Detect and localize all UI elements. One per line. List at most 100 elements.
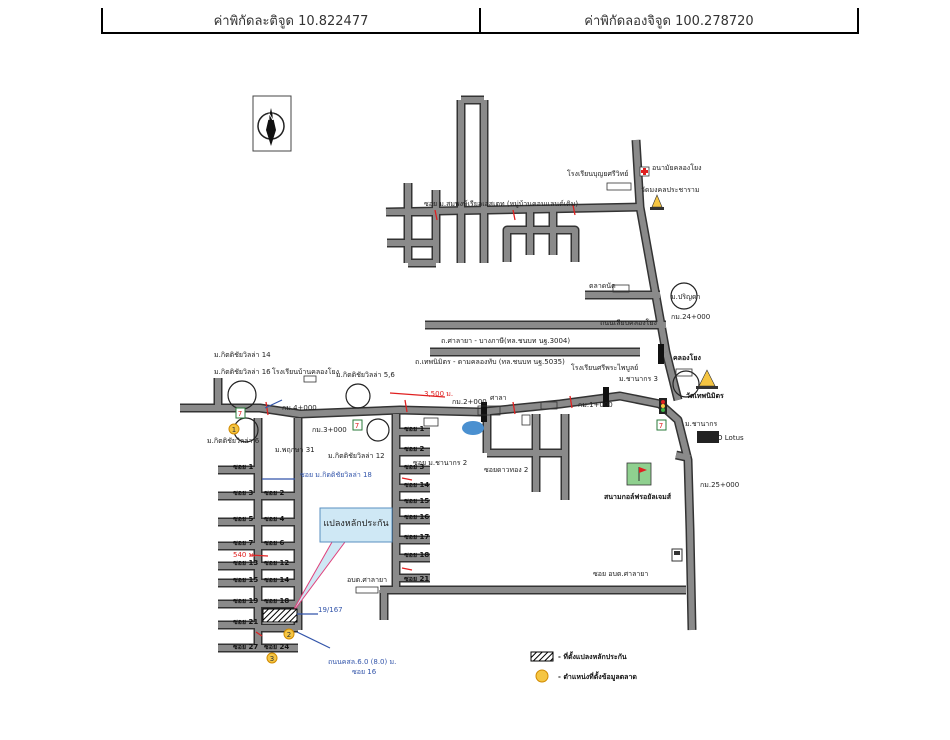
label-m-prin: ม.ปริญดา (671, 293, 701, 301)
road-fill (504, 227, 578, 262)
red-markers (249, 204, 576, 637)
convenience-store-icon: 7 (352, 419, 363, 431)
soi-label: ซอย 3 (233, 489, 253, 497)
soi-label: ซอย 2 (264, 489, 284, 497)
coordinate-bar: ค่าพิกัดละติจูด 10.822477 ค่าพิกัดลองจิจ… (101, 8, 859, 34)
label-dist-3500: 3,500 ม. (424, 390, 453, 398)
compass-letter: N (268, 113, 275, 123)
soi-label: ซอย 15 (404, 497, 429, 505)
bridge-marker (603, 387, 609, 407)
label-school-left: โรงเรียนบ้านคลองโยง (272, 367, 339, 376)
road-lines (180, 95, 697, 653)
latitude-value: ค่าพิกัดละติจูด 10.822477 (213, 13, 369, 29)
longitude-value: ค่าพิกัดลองจิจูด 100.278720 (479, 8, 857, 32)
soi-label: ซอย 4 (264, 515, 284, 523)
label-school-top: โรงเรียนบุญยศรีวิทย์ (567, 169, 628, 178)
label-school-right: โรงเรียนศรีพระไพบูลย์ (571, 363, 638, 372)
bridge-marker (481, 402, 487, 422)
soi-label: ซอย 21 (404, 575, 429, 583)
svg-text:7: 7 (238, 410, 242, 418)
soi-label: ซอย 18 (264, 597, 289, 605)
label-tesco: TESCO Lotus (698, 434, 744, 442)
label-dist-540: 540 ม. (233, 551, 255, 559)
label-khlongyong: คลองโยง (673, 353, 701, 362)
svg-text:3: 3 (270, 655, 274, 663)
building-icons (303, 182, 693, 594)
label-soi-kaewtong: ซอยดาวทอง 2 (484, 466, 528, 474)
svg-text:2: 2 (287, 631, 291, 639)
svg-text:1: 1 (232, 426, 236, 434)
tesco-store-icon (697, 431, 719, 443)
soi-label: ซอย 24 (264, 643, 289, 651)
soi-label: ซอย 18 (404, 551, 429, 559)
soi-label: ซอย 27 (233, 643, 258, 651)
soi-label: ซอย 6 (264, 539, 284, 547)
legend-plot-label: - ที่ตั้งแปลงหลักประกัน (558, 650, 627, 661)
label-golf: สนามกอล์ฟรอยัลเจมส์ (604, 492, 672, 501)
label-soi-ob-salaya: ซอย อบต.ศาลายา (593, 570, 648, 578)
soi-label: ซอย 7 (233, 539, 253, 547)
temple-icon (650, 194, 664, 210)
soi-label: ซอย 2 (404, 445, 424, 453)
comparable-marker-2: 2 (283, 628, 295, 640)
soi-label: ซอย 17 (404, 533, 429, 541)
road-fill (385, 204, 641, 215)
label-salaya: ศาลา (490, 394, 507, 402)
convenience-store-icon: 7 (235, 407, 246, 419)
label-m-kit16: ม.กิตติชัยวิลล่า 16 (214, 368, 271, 376)
label-soi16-bottom: ซอย 16 (352, 668, 377, 676)
traffic-light-icon (659, 398, 667, 414)
label-rd-salaya: ถ.ศาลายา - บางภาษี(ทล.ชนบท นฐ.3004) (441, 337, 570, 345)
comparable-marker-1: 1 (228, 423, 240, 435)
label-m-chanakorn3: ม.ชานากร 3 (619, 375, 658, 383)
golf-icon (626, 462, 652, 486)
svg-text:7: 7 (659, 422, 663, 430)
soi-label: ซอย 1 (233, 463, 253, 471)
label-m-kit12: ม.กิตติชัยวิลล่า 12 (328, 452, 385, 460)
legend-plot-swatch (530, 651, 554, 662)
road-fill (633, 139, 669, 353)
legend-comparable-label: - ตำแหน่งที่ตั้งข้อมูลตลาด (558, 670, 637, 682)
map-legend: - ที่ตั้งแปลงหลักประกัน - ตำแหน่งที่ตั้ง… (530, 650, 637, 683)
label-ob-salaya: อบต.ศาลายา (347, 576, 387, 584)
soi-label: ซอย 15 (233, 576, 258, 584)
label-temple-top: วัดมงคลประชาราม (641, 186, 699, 194)
gas-station-icon (671, 548, 683, 562)
soi-label: ซอย 5 (233, 515, 253, 523)
label-hospital: อนามัยคลองโยง (652, 163, 702, 172)
soi-label: ซอย 16 (404, 513, 429, 521)
label-market: ตลาดนัด (589, 282, 616, 290)
map-labels: โรงเรียนบุญยศรีวิทย์ อนามัยคลองโยง วัดมง… (207, 163, 744, 676)
soi-label: ซอย 21 (233, 618, 258, 626)
soi-label: ซอย 3 (404, 463, 424, 471)
label-km25: กม.25+000 (700, 481, 739, 489)
label-house-no: 19/167 (318, 606, 343, 614)
label-soi-top: ซอย ม.สมพงษ์เรียลเอสเตท (หมู่บ้านคอนแลนด… (424, 200, 578, 208)
comparable-marker-3: 3 (266, 652, 278, 664)
hospital-icon (639, 166, 650, 177)
label-soi-m-kit18: ซอย ม.กิตติชัยวิลล่า 18 (300, 471, 372, 479)
soi-label: ซอย 19 (233, 597, 258, 605)
compass-north-icon: N (252, 95, 292, 152)
label-m-chanakorn: ม.ชานากร (685, 420, 717, 428)
road-outline (502, 225, 580, 262)
label-m-prueksa31: ม.พฤกษา 31 (275, 446, 315, 454)
soi-label: ซอย 1 (404, 425, 424, 433)
road-fill (675, 452, 691, 461)
collateral-plot (262, 608, 298, 623)
label-km1: กม.1+000 (578, 401, 613, 409)
svg-text:7: 7 (355, 422, 359, 430)
blue-guides (262, 399, 331, 649)
label-rd-khlongyong: ถนนเลียบคลองโยง (600, 318, 657, 327)
label-m-kit6: ม.กิตติชัยวิลล่า 6 (207, 437, 260, 445)
label-rd-bottom: ถนนคสล.6.0 (8.0) ม. (328, 658, 396, 666)
label-km24: กม.24+000 (671, 313, 710, 321)
label-rd-phutthamonthon: ถ.เทพนิมิตร - ดามคลองทับ (ทล.ชนบท นฐ.503… (415, 358, 565, 366)
label-m-kit56: ม.กิตติชัยวิลล่า 5,6 (336, 371, 395, 379)
label-m-kit14: ม.กิตติชัยวิลล่า 14 (214, 351, 271, 359)
legend-marker-swatch (535, 669, 549, 683)
